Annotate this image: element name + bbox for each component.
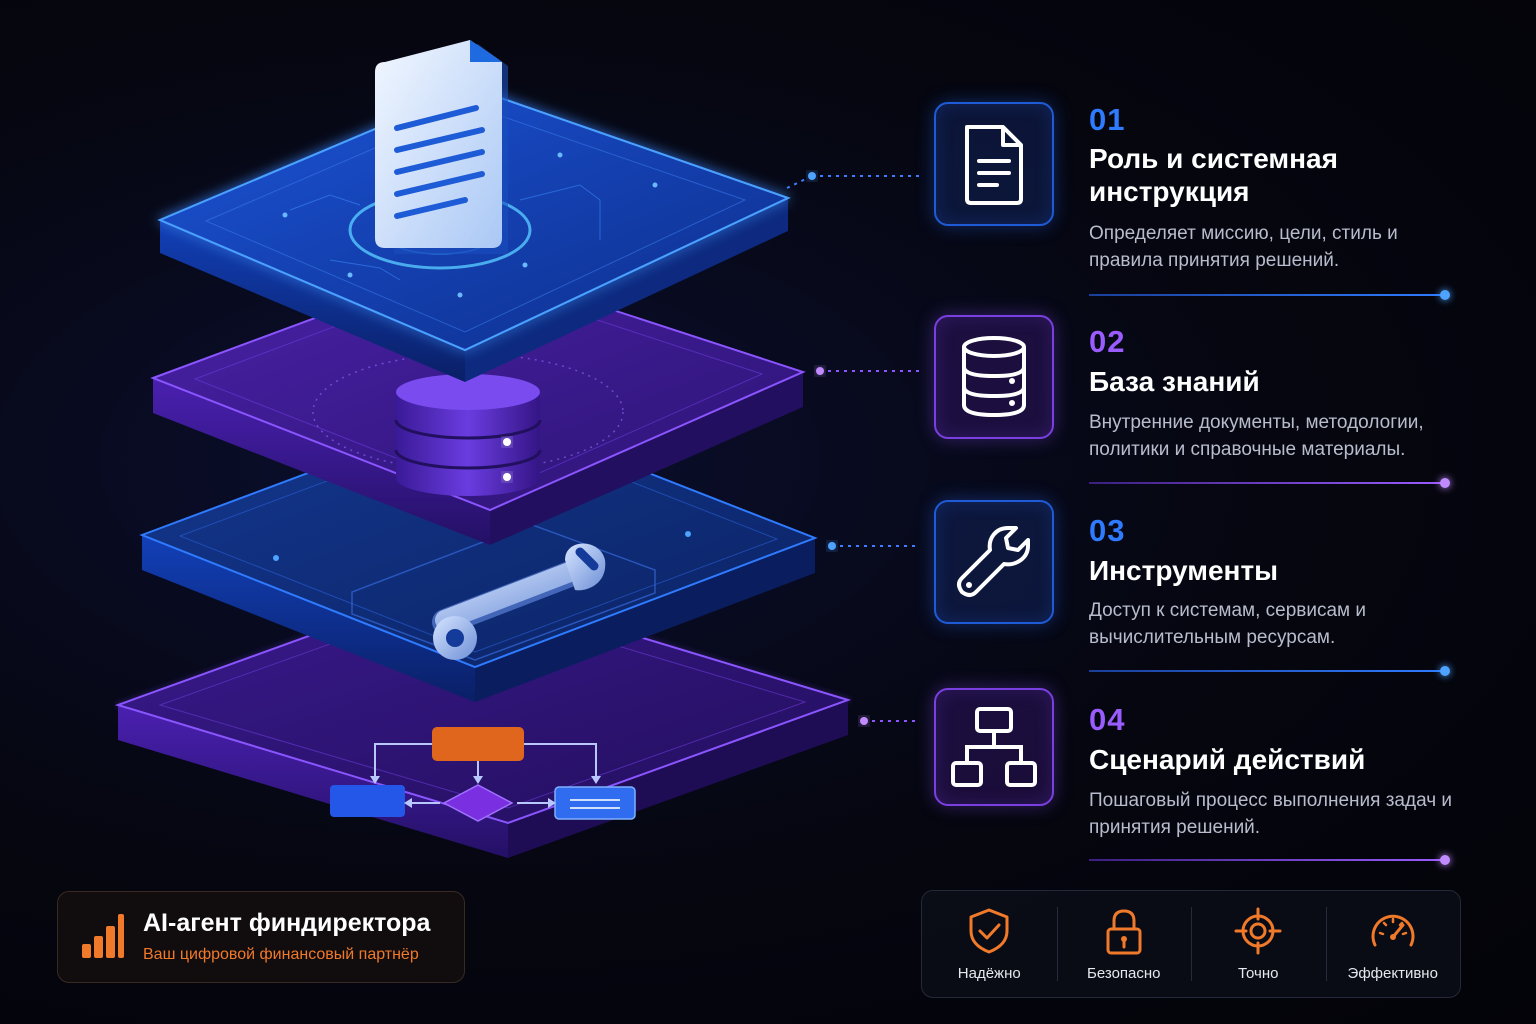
layer-2-description: Внутренние документы, методологии, полит…: [1089, 412, 1424, 460]
feature-label: Эффективно: [1347, 965, 1438, 982]
layer-1-number: 01: [1089, 102, 1126, 137]
layer-4-description: Пошаговый процесс выполнения задач и при…: [1089, 790, 1453, 838]
speedometer-icon: [1371, 914, 1415, 947]
connector-lines: [786, 172, 920, 725]
layer-3-description: Доступ к системам, сервисам и вычислител…: [1089, 600, 1367, 648]
layer-3-icon-box: [934, 500, 1054, 624]
layer-1-title: Роль и системная инструкция: [1089, 143, 1338, 207]
wrench-icon: [957, 526, 1030, 597]
layer-1-icon-box: [934, 102, 1054, 226]
layer-1-description: Определяет миссию, цели, стиль и правила…: [1089, 223, 1398, 271]
layer-2-title: База знаний: [1089, 366, 1260, 397]
layer-4-divider: [1089, 855, 1450, 865]
feature-label: Точно: [1238, 965, 1279, 982]
brand-subtitle: Ваш цифровой финансовый партнёр: [143, 946, 419, 963]
database-icon: [962, 336, 1026, 418]
feature-efficient: Эффективно: [1325, 891, 1461, 997]
document-icon: [965, 125, 1023, 205]
layer-4-title: Сценарий действий: [1089, 744, 1366, 775]
layer-3-title: Инструменты: [1089, 555, 1279, 586]
layer-3-number: 03: [1089, 513, 1126, 548]
feature-label: Надёжно: [957, 965, 1021, 982]
bar-chart-icon: [82, 914, 124, 958]
layer-2-plate: [150, 260, 806, 545]
database-illustration: [394, 374, 542, 496]
flowchart-icon: [951, 707, 1037, 787]
document-illustration: [375, 40, 508, 254]
features-bar: Надёжно Безопасно Точно Эффективно: [921, 890, 1461, 998]
feature-reliable: Надёжно: [922, 891, 1057, 997]
flowchart-illustration: [330, 727, 636, 822]
layer-3-divider: [1089, 666, 1450, 676]
brand-title: AI-агент финдиректора: [143, 909, 431, 937]
feature-secure: Безопасно: [1056, 891, 1192, 997]
layer-2-divider: [1089, 478, 1450, 488]
layer-1-divider: [1089, 290, 1450, 300]
feature-label: Безопасно: [1087, 965, 1161, 982]
brand-card: AI-агент финдиректора Ваш цифровой финан…: [57, 891, 465, 983]
layer-4-icon-box: [934, 688, 1054, 806]
target-icon: [1234, 907, 1282, 955]
shield-check-icon: [969, 908, 1009, 954]
layer-2-icon-box: [934, 315, 1054, 439]
lock-icon: [1106, 909, 1142, 955]
layer-1-plate: [157, 40, 791, 382]
feature-accurate: Точно: [1191, 891, 1326, 997]
wrench-illustration: [432, 543, 606, 660]
layer-4-number: 04: [1089, 702, 1126, 737]
layer-2-number: 02: [1089, 324, 1126, 359]
